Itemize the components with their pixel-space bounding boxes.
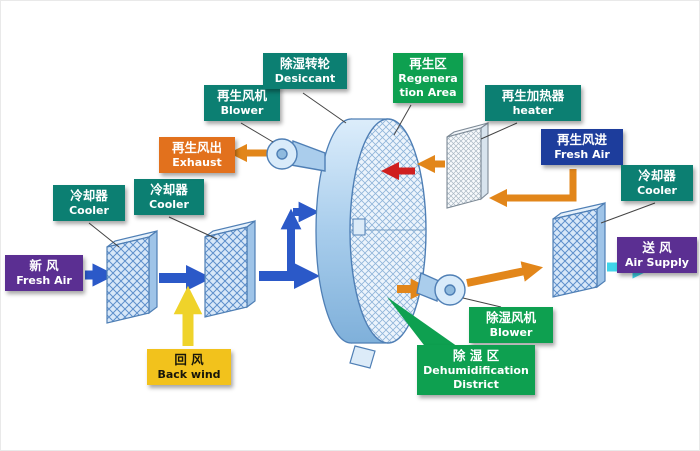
- label-fresh-air-in-en: Fresh Air: [16, 274, 72, 287]
- label-air-supply-en: Air Supply: [625, 256, 689, 269]
- label-fresh-air-in-zh: 新 风: [29, 258, 59, 273]
- label-regen-exhaust: 再生风出 Exhaust: [159, 137, 235, 174]
- label-regen-exhaust-en: Exhaust: [172, 156, 222, 169]
- label-regen-fan: 再生风机 Blower: [204, 85, 280, 122]
- regen-fan: [266, 138, 326, 172]
- label-regen-heater-en: heater: [512, 104, 554, 117]
- label-regen-area-en: Regeneration Area: [398, 72, 458, 100]
- regeneration-arrows: [228, 143, 577, 208]
- label-air-supply: 送 风 Air Supply: [617, 237, 697, 274]
- label-desiccant-wheel-zh: 除湿转轮: [279, 56, 330, 71]
- label-regen-area: 再生区 Regeneration Area: [393, 53, 463, 104]
- label-dehum-fan: 除湿风机 Blower: [469, 307, 553, 344]
- label-regen-heater-zh: 再生加热器: [501, 88, 565, 103]
- cooler-2: [204, 219, 256, 318]
- label-dehum-fan-zh: 除湿风机: [485, 310, 536, 325]
- label-cooler-2-zh: 冷却器: [150, 182, 188, 197]
- process-air-arrows: [85, 201, 320, 292]
- label-regen-area-zh: 再生区: [409, 56, 447, 71]
- label-air-supply-zh: 送 风: [642, 240, 672, 255]
- label-regen-fresh-air-zh: 再生风进: [556, 132, 607, 147]
- label-cooler-supply: 冷却器 Cooler: [621, 165, 693, 202]
- cooler-1: [106, 229, 158, 324]
- label-dehum-area-en: Dehumidification District: [423, 364, 529, 392]
- label-regen-fresh-air: 再生风进 Fresh Air: [541, 129, 623, 166]
- label-back-wind-en: Back wind: [157, 368, 221, 381]
- label-regen-fan-en: Blower: [220, 104, 264, 117]
- label-regen-fresh-air-en: Fresh Air: [554, 148, 610, 161]
- label-cooler-2: 冷却器 Cooler: [134, 179, 204, 216]
- label-cooler-2-en: Cooler: [149, 198, 189, 211]
- label-dehum-area: 除 湿 区 Dehumidification District: [417, 345, 535, 396]
- label-regen-heater: 再生加热器 heater: [485, 85, 581, 122]
- label-cooler-1: 冷却器 Cooler: [53, 185, 125, 222]
- label-dehum-fan-en: Blower: [489, 326, 533, 339]
- label-fresh-air-in: 新 风 Fresh Air: [5, 255, 83, 292]
- label-regen-exhaust-zh: 再生风出: [171, 140, 222, 155]
- cooler-supply: [552, 201, 606, 298]
- label-desiccant-wheel: 除湿转轮 Desiccant: [263, 53, 347, 90]
- label-regen-fan-zh: 再生风机: [216, 88, 267, 103]
- label-cooler-1-en: Cooler: [69, 204, 109, 217]
- label-dehum-area-zh: 除 湿 区: [452, 348, 500, 363]
- regen-heater: [446, 121, 489, 209]
- wheel-sheet-icon: [349, 345, 376, 369]
- dehum-wedge: [387, 297, 461, 349]
- label-cooler-supply-en: Cooler: [637, 184, 677, 197]
- desiccant-wheel: [315, 118, 427, 369]
- label-back-wind: 回 风 Back wind: [147, 349, 231, 386]
- label-cooler-1-zh: 冷却器: [70, 188, 108, 203]
- label-desiccant-wheel-en: Desiccant: [274, 72, 336, 85]
- leader-lines: [88, 92, 656, 308]
- dehum-fan: [416, 272, 466, 306]
- label-cooler-supply-zh: 冷却器: [638, 168, 676, 183]
- label-back-wind-zh: 回 风: [174, 352, 204, 367]
